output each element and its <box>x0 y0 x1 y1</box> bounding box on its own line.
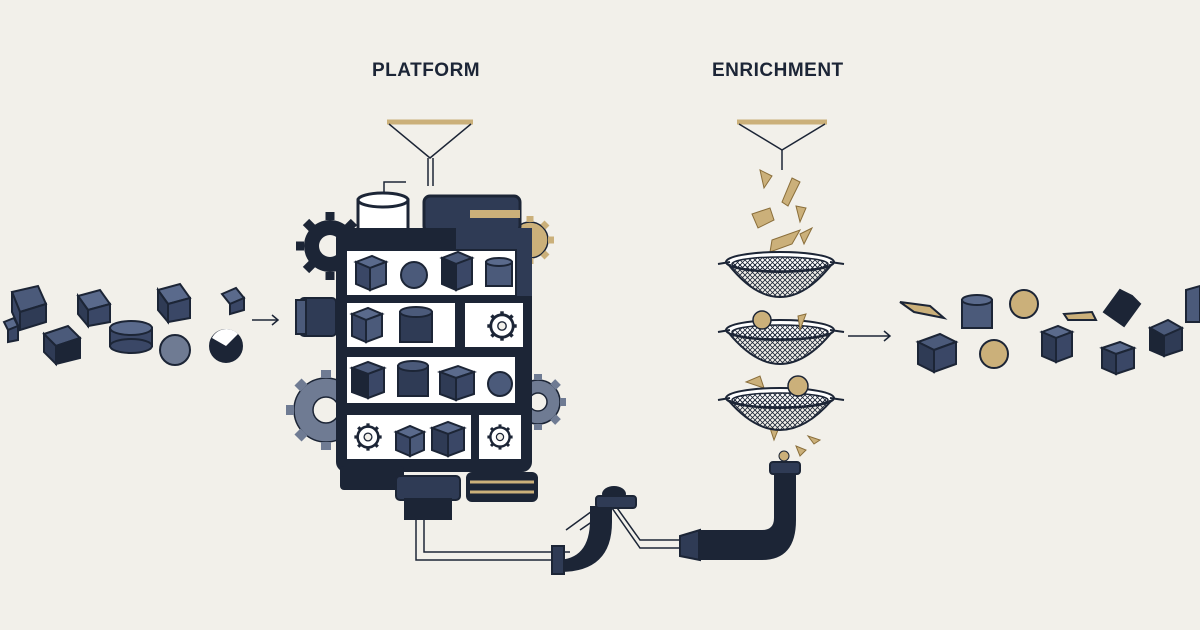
cube-icon <box>1039 324 1075 364</box>
gear-icon <box>352 421 384 453</box>
cube-icon <box>1102 288 1142 328</box>
sphere-icon <box>487 371 513 397</box>
cube-icon <box>10 284 48 332</box>
cube-icon <box>156 282 192 325</box>
funnel-icon <box>737 119 827 170</box>
cube-icon <box>349 306 385 344</box>
cube-icon <box>1147 318 1185 358</box>
cylinder-icon <box>961 294 993 329</box>
enrichment-stage <box>717 119 845 457</box>
platform-machine <box>286 119 566 520</box>
gold-sphere-icon <box>979 339 1009 369</box>
sieve-icon <box>717 375 845 431</box>
cube-icon <box>1185 284 1200 323</box>
arrow-icon <box>848 330 892 342</box>
pipe-icon <box>295 297 337 337</box>
sphere-icon <box>400 261 428 289</box>
gold-sphere-icon <box>787 375 809 397</box>
cube-icon <box>42 324 82 367</box>
funnel-icon <box>383 119 473 196</box>
sphere-icon <box>209 329 243 363</box>
gold-flake-icon <box>899 301 948 320</box>
cube-icon <box>429 420 467 458</box>
cylinder-icon <box>109 320 153 354</box>
gear-icon <box>485 309 519 343</box>
cube-icon <box>915 332 959 374</box>
gold-sphere-icon <box>1009 289 1039 319</box>
cube-icon <box>2 316 20 344</box>
gold-sphere-icon <box>752 310 772 330</box>
raw-input-shapes <box>2 282 246 367</box>
pipe-icon <box>551 486 637 575</box>
gold-flake-icon <box>1062 310 1098 321</box>
cube-icon <box>393 424 427 458</box>
enrichment-label: ENRICHMENT <box>712 60 844 81</box>
sphere-icon <box>159 334 191 366</box>
enriched-output-shapes <box>899 284 1200 376</box>
cylinder-icon <box>399 306 433 343</box>
cube-icon <box>220 286 246 316</box>
pipe-icon <box>395 475 461 520</box>
arrow-icon <box>252 314 280 326</box>
cylinder-icon <box>485 257 513 287</box>
cube-icon <box>349 360 387 400</box>
cylinder-icon <box>356 191 410 232</box>
cube-icon <box>76 288 112 329</box>
sieve-icon <box>717 251 845 298</box>
pipe-icon <box>679 450 801 562</box>
platform-label: PLATFORM <box>372 60 481 81</box>
gear-icon <box>485 422 515 452</box>
sieve-icon <box>717 310 845 365</box>
gold-flake-icon <box>744 169 822 457</box>
cube-icon <box>353 254 389 292</box>
cube-icon <box>437 364 477 402</box>
cylinder-icon <box>397 360 429 397</box>
cube-icon <box>439 250 475 292</box>
cube-icon <box>1099 340 1137 376</box>
